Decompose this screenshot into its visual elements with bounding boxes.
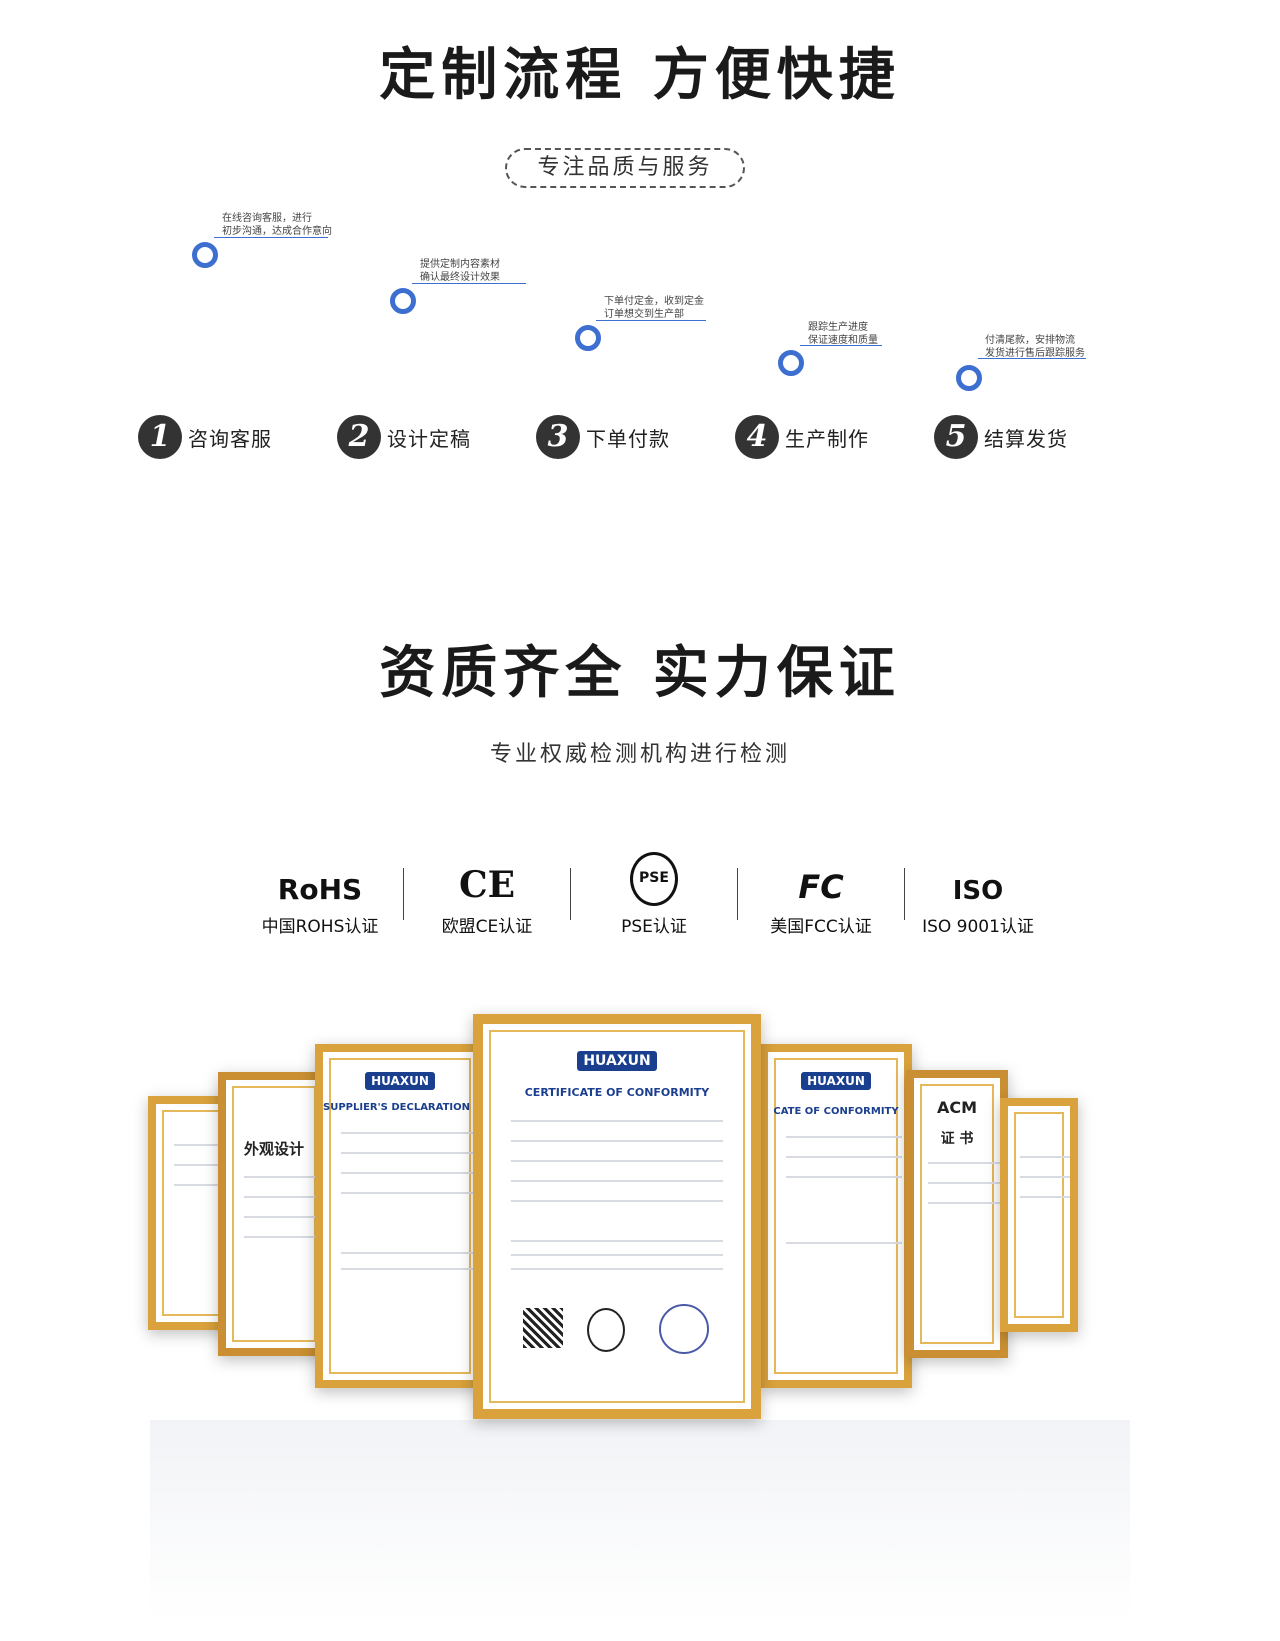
note-underline	[214, 237, 328, 238]
brand-badge: HUAXUN	[365, 1072, 435, 1090]
certificate-ce: HUAXUN CATE OF CONFORMITY	[760, 1044, 912, 1388]
iso-logo: ISO ISO 9001认证	[913, 850, 1043, 937]
rohs-logo: RoHS 中国ROHS认证	[245, 850, 395, 937]
ring-icon	[390, 288, 416, 314]
qualification-title: 资质齐全 实力保证	[379, 640, 901, 706]
divider	[737, 867, 738, 920]
fcc-icon: FC	[798, 868, 844, 906]
step-label: 设计定稿	[387, 426, 471, 451]
note-line: 下单付定金，收到定金	[604, 296, 704, 307]
pse-mark: PSE	[630, 852, 678, 906]
ring-icon	[192, 242, 218, 268]
certificate-acm: ACM 证 书	[906, 1070, 1008, 1358]
logo-label: PSE认证	[621, 917, 687, 937]
note-line: 初步沟通，达成合作意向	[222, 226, 332, 237]
divider	[403, 867, 404, 920]
reflection	[150, 1420, 1130, 1620]
divider	[904, 867, 905, 920]
logo-label: ISO 9001认证	[922, 917, 1034, 937]
note-line: 保证速度和质量	[808, 335, 878, 346]
note-line: 付清尾款，安排物流	[985, 335, 1075, 346]
step-number: 3	[536, 415, 580, 459]
note-line: 在线咨询客服，进行	[222, 213, 312, 224]
ce-icon: CE	[458, 864, 516, 906]
step-note-3: 下单付定金，收到定金 订单想交到生产部	[604, 295, 704, 321]
conformity-title: CERTIFICATE OF CONFORMITY	[524, 1086, 710, 1099]
qr-code-icon	[523, 1308, 563, 1348]
step-note-2: 提供定制内容素材 确认最终设计效果	[420, 258, 500, 284]
cert-logos: RoHS 中国ROHS认证 CE 欧盟CE认证 PSE PSE认证 FC 美国F…	[245, 850, 1043, 937]
certificate-conformity: HUAXUN CERTIFICATE OF CONFORMITY	[473, 1014, 761, 1419]
qualification-subtitle: 专业权威检测机构进行检测	[489, 742, 790, 767]
step-3: 3 下单付款	[536, 415, 670, 459]
logo-label: 美国FCC认证	[770, 917, 872, 937]
step-number: 2	[337, 415, 381, 459]
step-4: 4 生产制作	[735, 415, 869, 459]
brand-badge: HUAXUN	[801, 1072, 871, 1090]
note-line: 发货进行售后跟踪服务	[985, 348, 1085, 359]
service-pill: 专注品质与服务	[505, 148, 745, 188]
note-underline	[978, 358, 1086, 359]
certificate-sdoc: HUAXUN SUPPLIER'S DECLARATION OF	[315, 1044, 485, 1388]
divider	[570, 867, 571, 920]
step-note-5: 付清尾款，安排物流 发货进行售后跟踪服务	[985, 334, 1085, 360]
rohs-icon: RoHS	[277, 873, 363, 906]
certificate-far-right	[1000, 1098, 1078, 1332]
step-number: 5	[934, 415, 978, 459]
note-line: 提供定制内容素材	[420, 259, 500, 270]
brand-badge: HUAXUN	[577, 1051, 657, 1071]
step-number: 4	[735, 415, 779, 459]
step-number: 1	[138, 415, 182, 459]
step-2: 2 设计定稿	[337, 415, 471, 459]
brand-logo: HUAXUN	[323, 1070, 477, 1090]
process-title: 定制流程 方便快捷	[379, 42, 901, 108]
step-5: 5 结算发货	[934, 415, 1068, 459]
brand-logo: HUAXUN	[768, 1070, 904, 1090]
certificate-design: 外观设计	[218, 1072, 330, 1356]
pse-icon: PSE	[579, 850, 729, 906]
step-label: 结算发货	[984, 426, 1068, 451]
ring-icon	[575, 325, 601, 351]
note-underline	[596, 320, 706, 321]
acm-title: 证 书	[940, 1131, 974, 1147]
pse-stamp-icon	[587, 1308, 625, 1352]
logo-label: 中国ROHS认证	[261, 917, 379, 937]
step-1: 1 咨询客服	[138, 415, 272, 459]
step-label: 下单付款	[586, 426, 670, 451]
seal-icon	[659, 1304, 709, 1354]
note-underline	[412, 283, 526, 284]
note-line: 跟踪生产进度	[808, 322, 868, 333]
pse-logo: PSE PSE认证	[579, 850, 729, 937]
fcc-logo: FC 美国FCC认证	[746, 850, 896, 937]
iso-icon: ISO	[952, 876, 1004, 906]
design-title: 外观设计	[243, 1140, 304, 1158]
ce-cert-title: CATE OF CONFORMITY	[773, 1106, 899, 1117]
brand-logo: HUAXUN	[483, 1050, 751, 1071]
step-label: 咨询客服	[188, 426, 272, 451]
note-line: 确认最终设计效果	[420, 272, 500, 283]
ring-icon	[778, 350, 804, 376]
step-label: 生产制作	[785, 426, 869, 451]
note-underline	[800, 345, 882, 346]
step-note-4: 跟踪生产进度 保证速度和质量	[808, 321, 878, 347]
sdoc-title: SUPPLIER'S DECLARATION OF	[323, 1102, 485, 1113]
ring-icon	[956, 365, 982, 391]
acm-logo: ACM	[936, 1098, 978, 1117]
ce-logo: CE 欧盟CE认证	[412, 850, 562, 937]
logo-label: 欧盟CE认证	[441, 917, 533, 937]
step-note-1: 在线咨询客服，进行 初步沟通，达成合作意向	[222, 212, 332, 238]
note-line: 订单想交到生产部	[604, 309, 684, 320]
